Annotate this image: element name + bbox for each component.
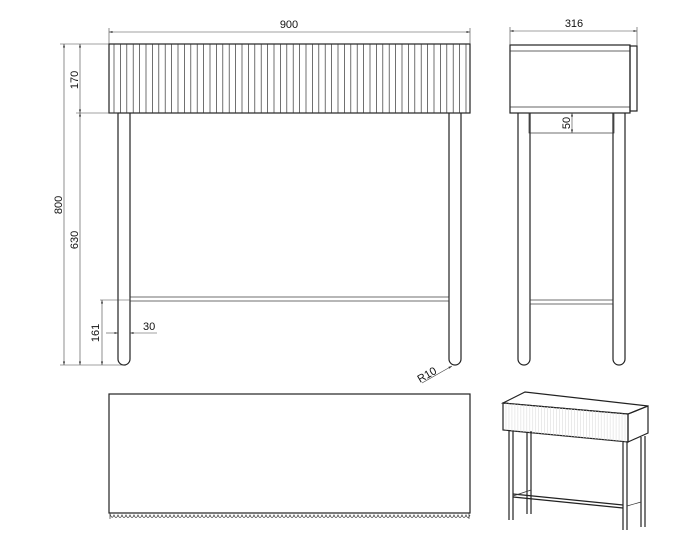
drawer-height-label: 170 — [69, 71, 81, 89]
leg-height-label: 630 — [69, 231, 81, 249]
depth-label: 316 — [565, 18, 583, 30]
iso-flutes — [505, 403, 626, 442]
top-fluted-edge — [109, 513, 471, 518]
radius-leader — [421, 365, 453, 384]
side-stretcher — [529, 299, 614, 305]
iso-stretcher — [512, 496, 624, 509]
iso-stretcher-side — [512, 489, 532, 497]
width-label: 900 — [280, 19, 298, 31]
apron-height-label: 50 — [561, 117, 573, 129]
iso-side-face — [627, 405, 649, 443]
front-drawer-box — [108, 43, 471, 114]
leg-diameter-label: 30 — [143, 321, 155, 333]
front-view: 900 800 170 630 161 30 R10 — [53, 19, 471, 386]
iso-stretcher-side — [626, 501, 642, 507]
total-height-label: 800 — [53, 196, 65, 214]
front-left-leg — [117, 113, 131, 366]
iso-top-face — [500, 391, 649, 415]
side-right-leg — [612, 113, 626, 366]
side-view: 316 50 — [509, 18, 638, 366]
isometric-view — [500, 391, 649, 530]
side-drawer-front — [629, 45, 638, 112]
stretcher-height-label: 161 — [90, 324, 102, 342]
iso-stretcher — [512, 493, 624, 506]
front-stretcher — [129, 296, 450, 302]
top-view — [108, 393, 471, 519]
front-flutes — [113, 44, 467, 113]
front-right-leg — [448, 113, 462, 366]
top-surface — [108, 393, 471, 514]
side-left-leg — [517, 113, 531, 366]
leg-radius-label: R10 — [416, 365, 439, 385]
side-top-box — [509, 44, 631, 114]
